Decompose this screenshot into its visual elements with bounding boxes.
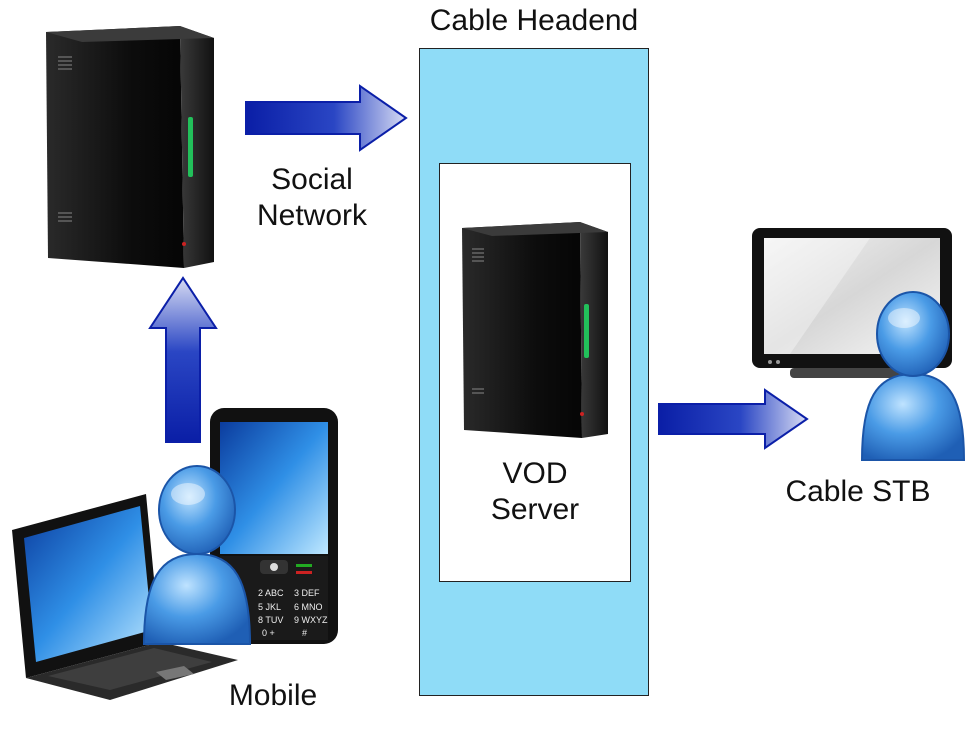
cable-stb-label: Cable STB <box>785 475 931 508</box>
vod-server-label-line2: Server <box>490 493 580 526</box>
social-network-label-line1: Social <box>271 163 353 196</box>
phone-key-3: 3 DEF <box>294 588 320 598</box>
arrow-to-headend-icon <box>245 84 408 152</box>
phone-key-2: 2 ABC <box>258 588 284 598</box>
social-network-server-icon <box>46 26 214 268</box>
mobile-user-person-icon <box>142 465 252 645</box>
social-network-label-line2: Network <box>256 199 368 232</box>
phone-key-hash: # <box>302 628 307 638</box>
phone-key-5: 5 JKL <box>258 602 281 612</box>
cable-headend-label: Cable Headend <box>429 4 639 37</box>
vod-server-label-line1: VOD <box>502 457 568 490</box>
laptop-icon <box>12 494 238 700</box>
stb-user-person-icon <box>860 291 966 461</box>
phone-key-9: 9 WXYZ <box>294 615 328 625</box>
arrow-to-stb-icon <box>658 388 809 450</box>
vod-server-icon <box>462 222 608 438</box>
phone-key-8: 8 TUV <box>258 615 283 625</box>
phone-key-0: 0 + <box>262 628 275 638</box>
phone-key-6: 6 MNO <box>294 602 323 612</box>
mobile-label: Mobile <box>228 679 318 712</box>
arrow-to-social-network-icon <box>148 276 218 443</box>
